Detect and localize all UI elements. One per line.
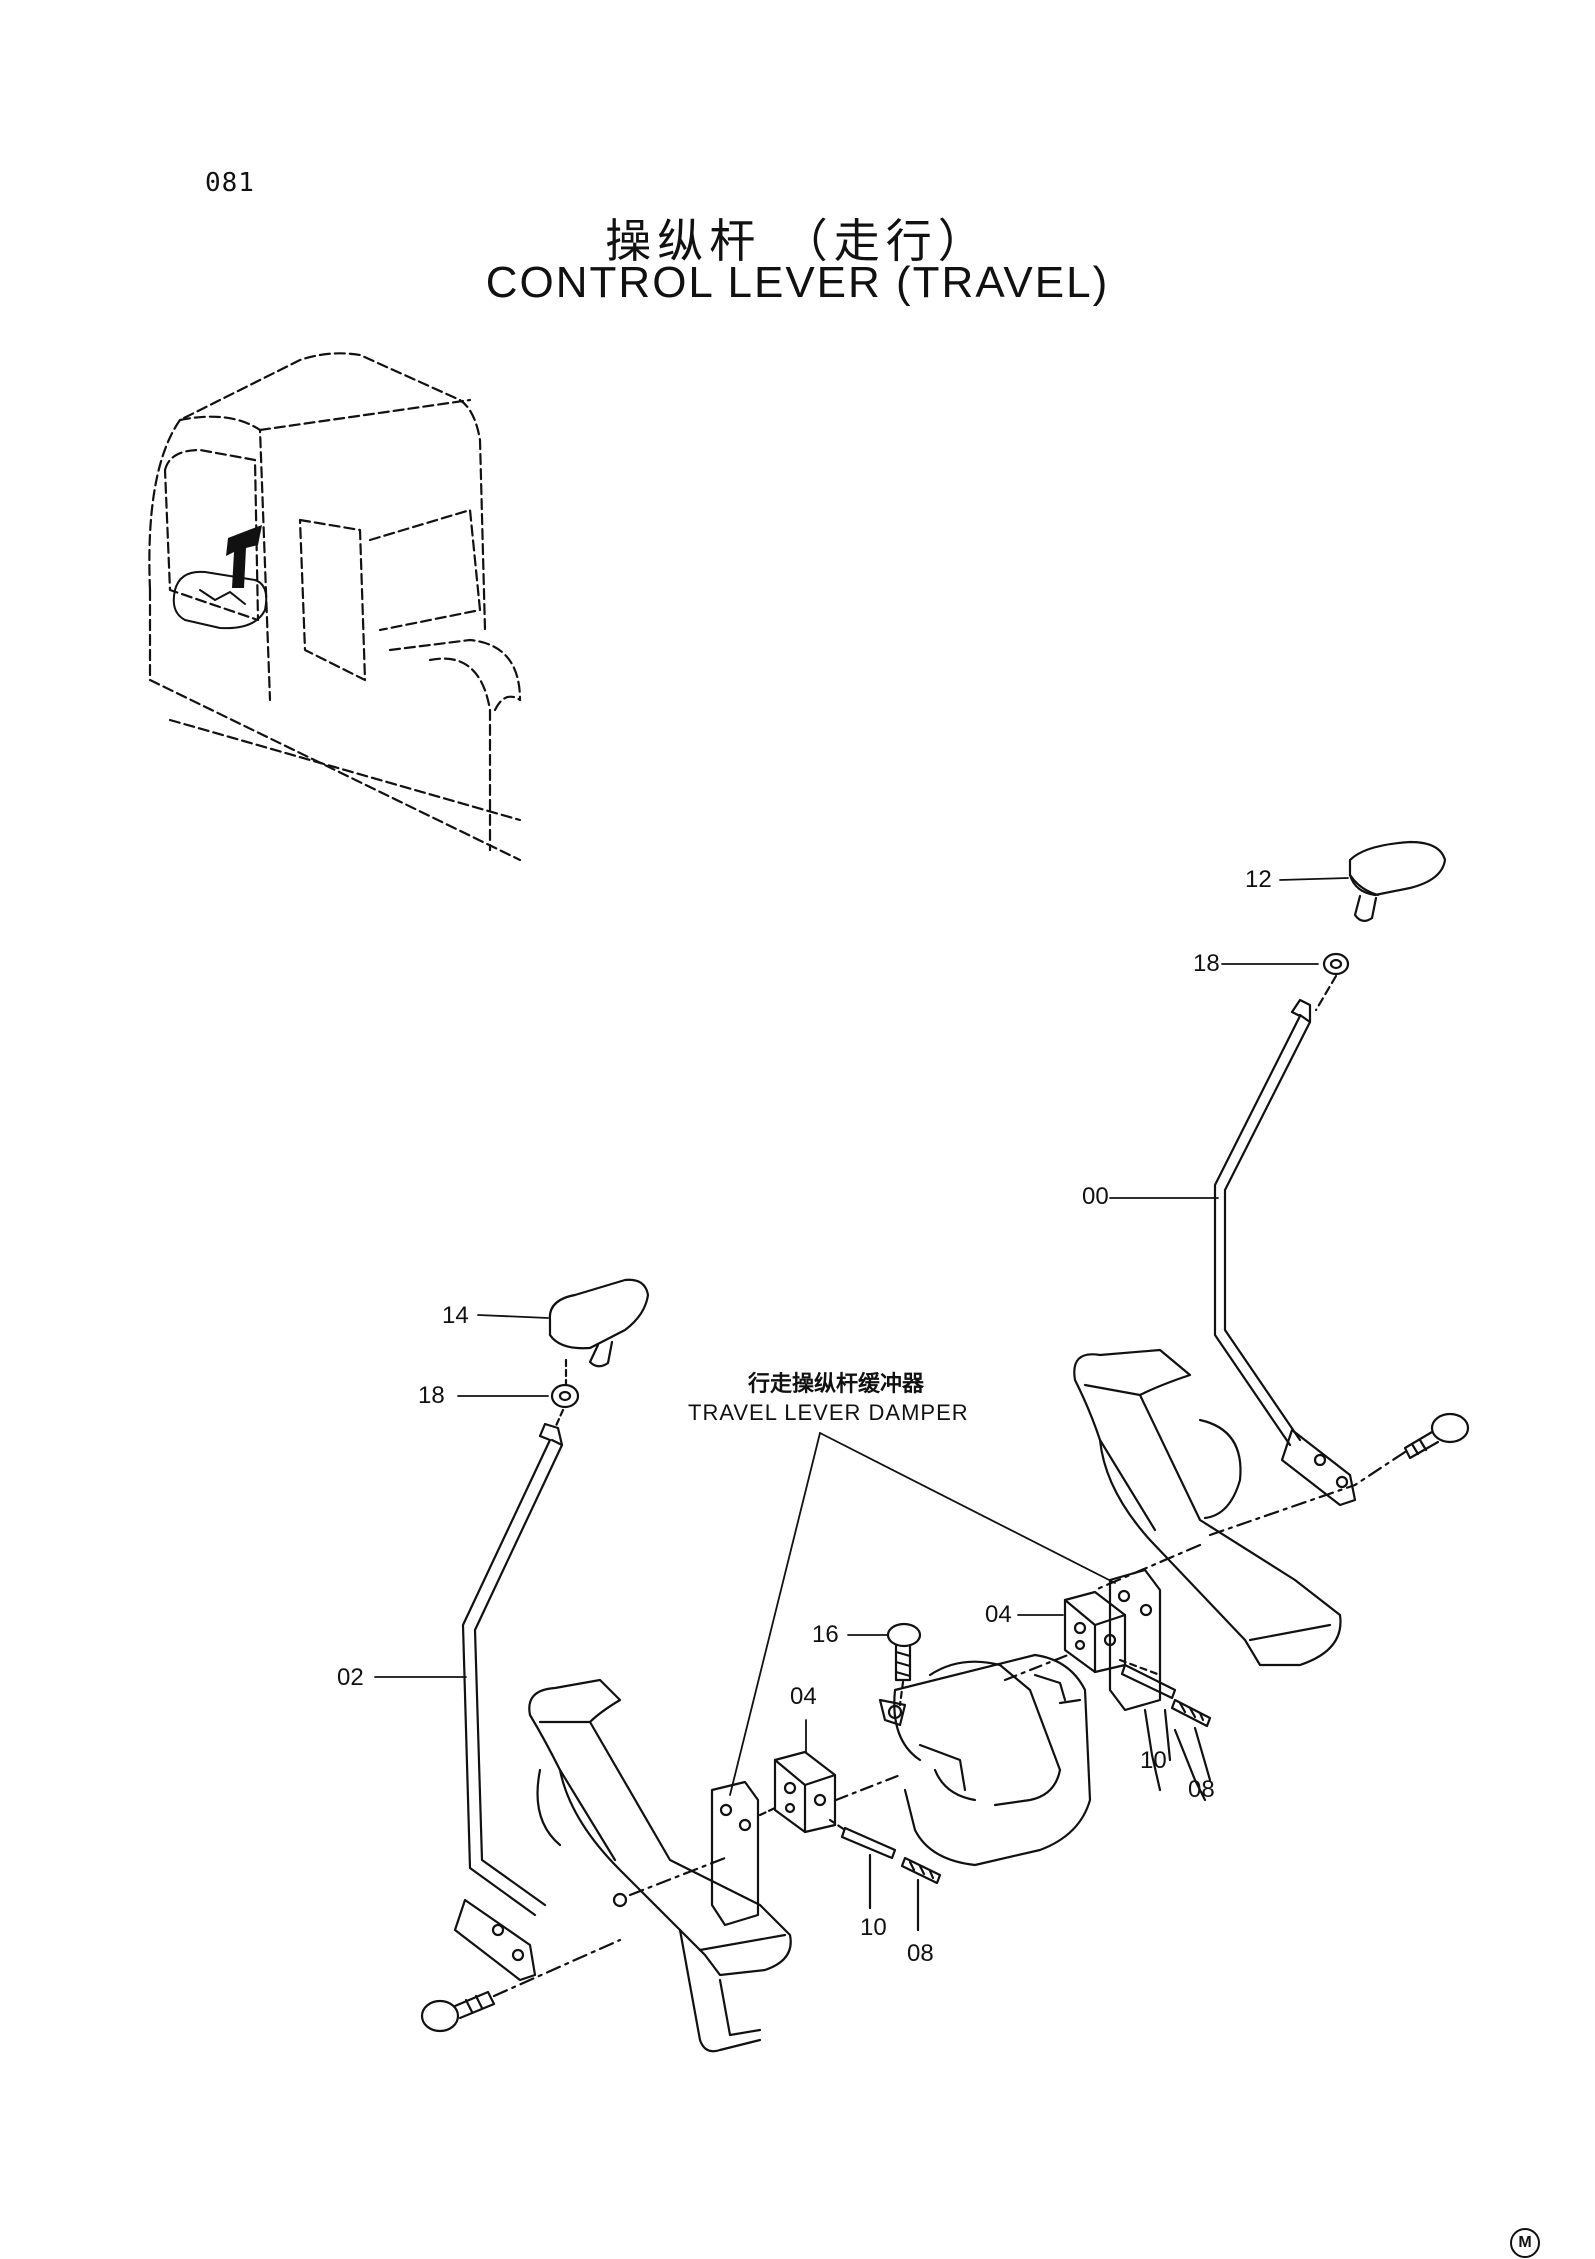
- lever-rod-00: [1213, 998, 1312, 1447]
- callout-12: 12: [1245, 866, 1272, 893]
- lever-rod-02: [461, 1422, 564, 1917]
- pin-10-right: [1120, 1663, 1177, 1700]
- pedal-right: [1073, 1348, 1342, 1667]
- bolt-16: [886, 1622, 922, 1682]
- lever-highlight-mark: [226, 525, 262, 588]
- bolt-left: [420, 1990, 496, 2033]
- callout-18-right: 18: [1193, 950, 1220, 977]
- callout-16: 16: [812, 1621, 839, 1648]
- lever-bracket-left: [453, 1898, 537, 1982]
- cab-illustration: [148, 352, 522, 862]
- damper-label-english: TRAVEL LEVER DAMPER: [688, 1400, 969, 1425]
- callout-08-left: 08: [907, 1940, 934, 1967]
- nut-18-right: [1322, 952, 1350, 976]
- callout-10-left: 10: [860, 1914, 887, 1941]
- pedal-left: [528, 1678, 792, 2053]
- cab-door-panel: [172, 570, 268, 630]
- title-chinese: 操纵杆 （走行）: [605, 214, 990, 268]
- callout-02: 02: [337, 1664, 364, 1691]
- callout-14: 14: [442, 1302, 469, 1329]
- damper-block-04-left: [773, 1750, 837, 1834]
- callout-04-left: 04: [790, 1683, 817, 1710]
- callout-18-left: 18: [418, 1382, 445, 1409]
- bracket-plate-right: [1108, 1568, 1162, 1712]
- callout-10-right: 10: [1140, 1747, 1167, 1774]
- lever-bracket-right: [1280, 1428, 1357, 1507]
- nut-18-left: [550, 1383, 580, 1409]
- bolt-right: [1403, 1412, 1470, 1460]
- callout-00: 00: [1082, 1183, 1109, 1210]
- damper-unit: [878, 1653, 1092, 1867]
- callout-08-right: 08: [1188, 1776, 1215, 1803]
- m-mark-icon: M: [1510, 2228, 1540, 2258]
- page-number: 081: [205, 168, 255, 198]
- knob-12: [1348, 840, 1447, 922]
- damper-label-chinese: 行走操纵杆缓冲器: [748, 1372, 925, 1397]
- title-english: CONTROL LEVER (TRAVEL): [485, 258, 1110, 307]
- callout-04-right: 04: [985, 1601, 1012, 1628]
- pin-08-right: [1170, 1698, 1212, 1728]
- pin-08-left: [900, 1856, 942, 1885]
- pin-10-left: [840, 1826, 897, 1860]
- knob-14: [548, 1278, 650, 1368]
- bracket-plate-left: [710, 1780, 760, 1927]
- leader-lines: [374, 877, 1349, 1796]
- damper-block-04-right: [1063, 1590, 1127, 1674]
